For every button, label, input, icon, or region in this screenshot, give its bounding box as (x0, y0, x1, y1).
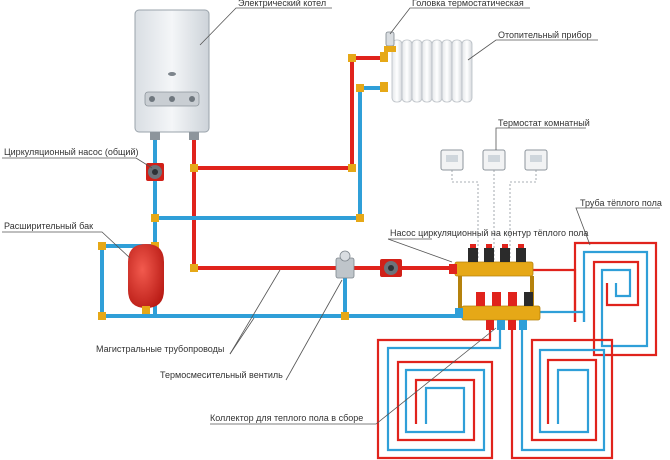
thermostat-icon (440, 149, 464, 171)
radiator (380, 31, 473, 103)
label-radiator: Отопительный прибор (498, 30, 592, 40)
floor-supply-link (530, 268, 577, 322)
thermo-mixing-valve (335, 250, 355, 320)
floor-return-link (540, 310, 586, 322)
valve-icon (339, 250, 351, 262)
label-mixing-valve: Термосмесительный вентиль (160, 370, 283, 380)
expansion-tank (128, 244, 164, 314)
thermostatic-head (384, 31, 396, 52)
electric-boiler (134, 9, 210, 140)
label-circ-pump-common: Циркуляционный насос (общий) (4, 147, 138, 157)
floor-loop-left-bottom (376, 330, 502, 460)
leader-lines (2, 7, 660, 425)
thermostat-icon (482, 149, 506, 171)
label-room-thermostat: Термостат комнатный (498, 118, 590, 128)
label-floor-pump: Насос циркуляционный на контур тёплого п… (390, 228, 588, 238)
radiator-sections (391, 39, 473, 103)
label-main-pipes: Магистральные трубопроводы (96, 344, 224, 354)
label-floor-pipe: Труба тёплого пола (580, 198, 662, 208)
label-boiler: Электрический котел (238, 0, 326, 8)
main-pipes (100, 56, 462, 318)
label-expansion-tank: Расширительный бак (4, 221, 93, 231)
label-collector: Коллектор для теплого пола в сборе (210, 413, 363, 423)
floor-loop-right-bottom (510, 330, 614, 460)
floor-circulation-pump (380, 259, 402, 277)
thermostat-icon (524, 149, 548, 171)
floor-collector (449, 244, 541, 330)
room-thermostats (440, 149, 548, 260)
label-thermo-head: Головка термостатическая (412, 0, 524, 8)
floor-loop-right (573, 241, 658, 357)
labels: Электрический котел Головка термостатиче… (4, 0, 662, 423)
